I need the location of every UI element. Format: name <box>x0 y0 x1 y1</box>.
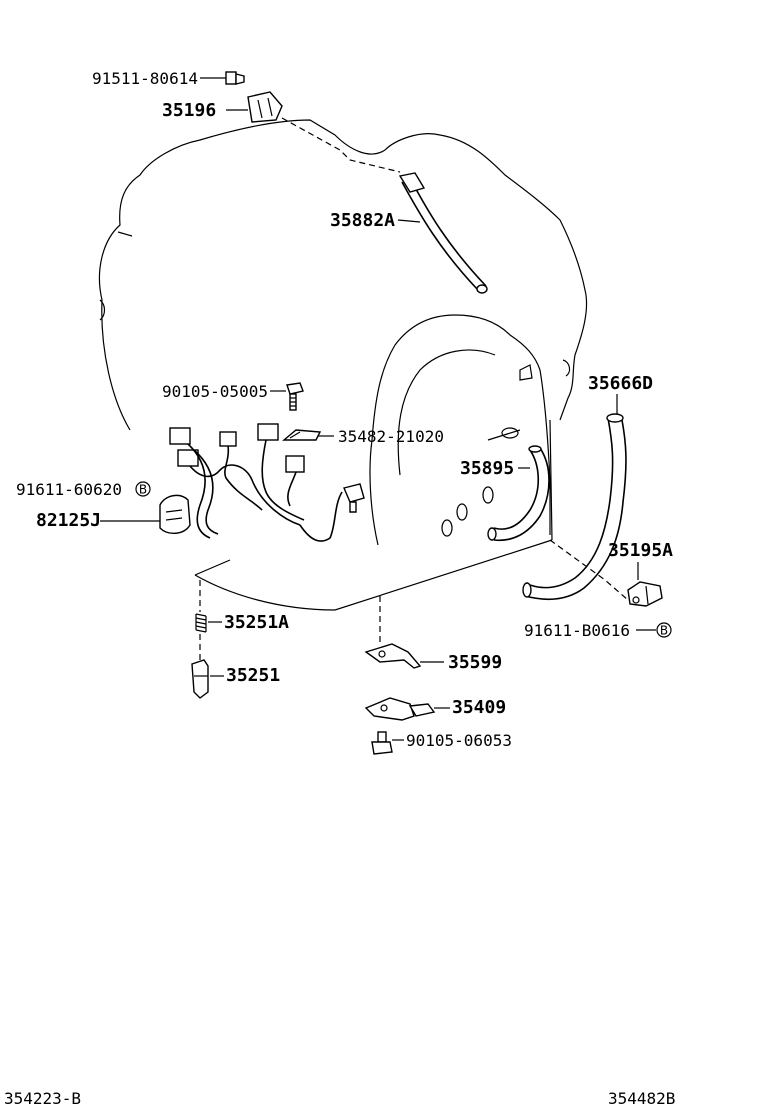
bolt-90105-06053-group: 90105-06053 <box>371 731 512 755</box>
bolt-icon <box>286 382 304 411</box>
spring-icon <box>195 613 207 633</box>
bolt-91511-group: 91511-80614 <box>92 69 245 88</box>
plate-icon <box>364 643 422 669</box>
sensor <box>159 494 191 534</box>
hose-35882a-group: 35882A <box>330 172 488 294</box>
callout-b-circle <box>135 481 151 497</box>
connector <box>169 427 191 445</box>
clamp-35482-group: 35482-21020 <box>282 427 444 446</box>
bolt-91611-60620-group: 91611-60620 B <box>16 480 151 499</box>
transmission-housing <box>98 119 588 611</box>
bolt-icon <box>225 71 245 85</box>
part-number-35482-21020: 35482-21020 <box>338 427 444 446</box>
connector <box>219 431 237 447</box>
spring-35251a-group: 35251A <box>195 580 289 633</box>
bracket-35195a-group: 35195A <box>608 540 673 607</box>
part-number-35196: 35196 <box>162 100 216 121</box>
hose-35895-group: 35895 <box>460 445 550 542</box>
pin-35251-group: 35251 <box>191 634 280 699</box>
harness-icon <box>159 423 365 542</box>
dashed-guide <box>549 539 629 601</box>
part-number-90105-06053: 90105-06053 <box>406 731 512 750</box>
part-number-82125j: 82125J <box>36 510 101 531</box>
plate-35599-group: 35599 <box>364 596 502 673</box>
bolt-90105-05005-group: 90105-05005 <box>162 382 304 411</box>
diagram-code-right: 354482B <box>608 1089 675 1108</box>
part-number-35666d: 35666D <box>588 373 653 394</box>
connector <box>343 483 365 503</box>
bolt-91611-b0616-group: 91611-B0616 B <box>524 621 672 640</box>
connector <box>257 423 279 441</box>
wire-harness-82125j-group: 82125J <box>36 423 365 542</box>
part-number-90105-05005: 90105-05005 <box>162 382 268 401</box>
connector <box>177 449 199 467</box>
leader-line <box>397 219 421 223</box>
plate-icon <box>364 697 436 721</box>
clamp-icon <box>282 429 322 441</box>
hose-icon <box>487 445 550 542</box>
part-number-91611-60620: 91611-60620 <box>16 480 122 499</box>
connector <box>285 455 305 473</box>
bolt-icon <box>371 731 393 755</box>
part-number-35599: 35599 <box>448 652 502 673</box>
hose-icon <box>522 413 627 601</box>
callout-b-circle <box>656 622 672 638</box>
part-number-91611-b0616: 91611-B0616 <box>524 621 630 640</box>
plate-35409-group: 35409 <box>364 697 506 721</box>
dashed-guide <box>281 117 401 173</box>
part-number-35409: 35409 <box>452 697 506 718</box>
bracket-icon <box>247 91 283 123</box>
bracket-35196-group: 35196 <box>162 91 401 173</box>
part-number-35195a: 35195A <box>608 540 673 561</box>
part-number-35895: 35895 <box>460 458 514 479</box>
part-number-35251: 35251 <box>226 665 280 686</box>
hose-35666d-group: 35666D <box>522 373 653 601</box>
pin-icon <box>191 659 209 699</box>
hose-icon <box>398 172 488 294</box>
part-number-91511-80614: 91511-80614 <box>92 69 198 88</box>
diagram-code-left: 354223-B <box>4 1089 81 1108</box>
part-number-35251a: 35251A <box>224 612 289 633</box>
bracket-icon <box>627 581 663 607</box>
callout-b-letter: B <box>139 483 147 497</box>
part-number-35882a: 35882A <box>330 210 395 231</box>
callout-b-letter: B <box>660 624 668 638</box>
